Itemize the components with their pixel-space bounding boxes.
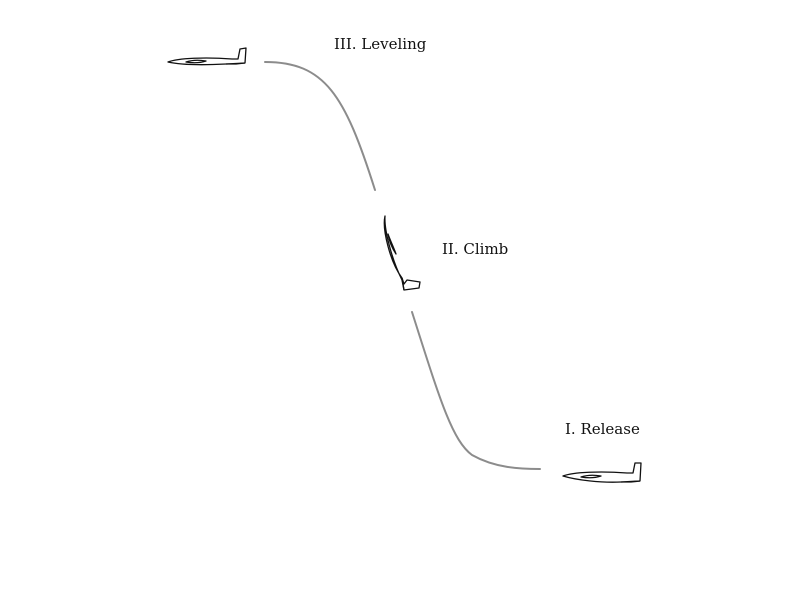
stage-label-climb: II. Climb bbox=[442, 240, 509, 258]
flight-path-upper bbox=[264, 61, 376, 191]
glider-icon bbox=[167, 47, 247, 66]
flight-path-lower bbox=[411, 311, 541, 470]
glider-icon bbox=[383, 215, 421, 291]
stage-label-release: I. Release bbox=[565, 420, 640, 438]
stage-label-leveling: III. Leveling bbox=[334, 35, 427, 53]
glider-icon bbox=[562, 462, 642, 483]
